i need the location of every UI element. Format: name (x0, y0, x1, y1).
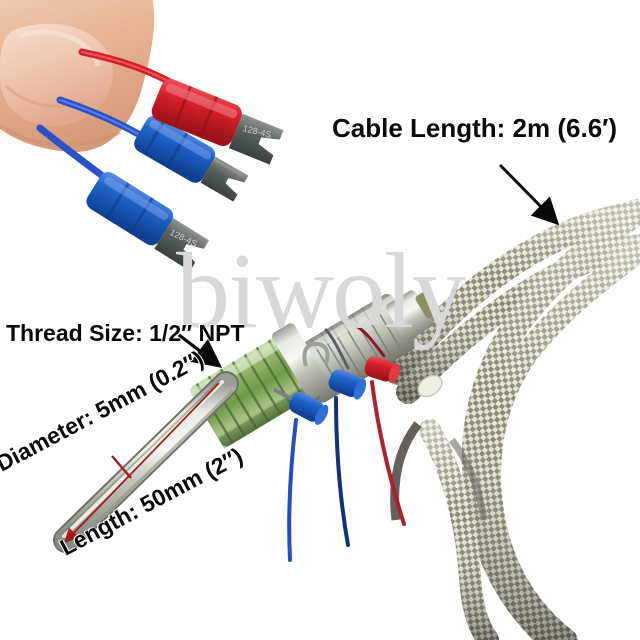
blue-spade-terminal-upper (134, 115, 249, 202)
blue-pin-terminal-left (272, 387, 329, 425)
cable-length-label: Cable Length: 2m (6.6′) (332, 113, 618, 143)
red-spade-terminal: 128-4S (151, 79, 284, 165)
braided-stainless-cable (385, 199, 640, 640)
pin-terminals (272, 324, 406, 562)
red-pin-terminal (364, 356, 401, 383)
watermark-text: biwoly (176, 232, 466, 351)
blue-pin-terminal-mid (328, 369, 367, 400)
thread-size-label: Thread Size: 1/2″ NPT (6, 320, 245, 346)
blue-spade-terminal-lower: 128-4S (86, 171, 210, 271)
